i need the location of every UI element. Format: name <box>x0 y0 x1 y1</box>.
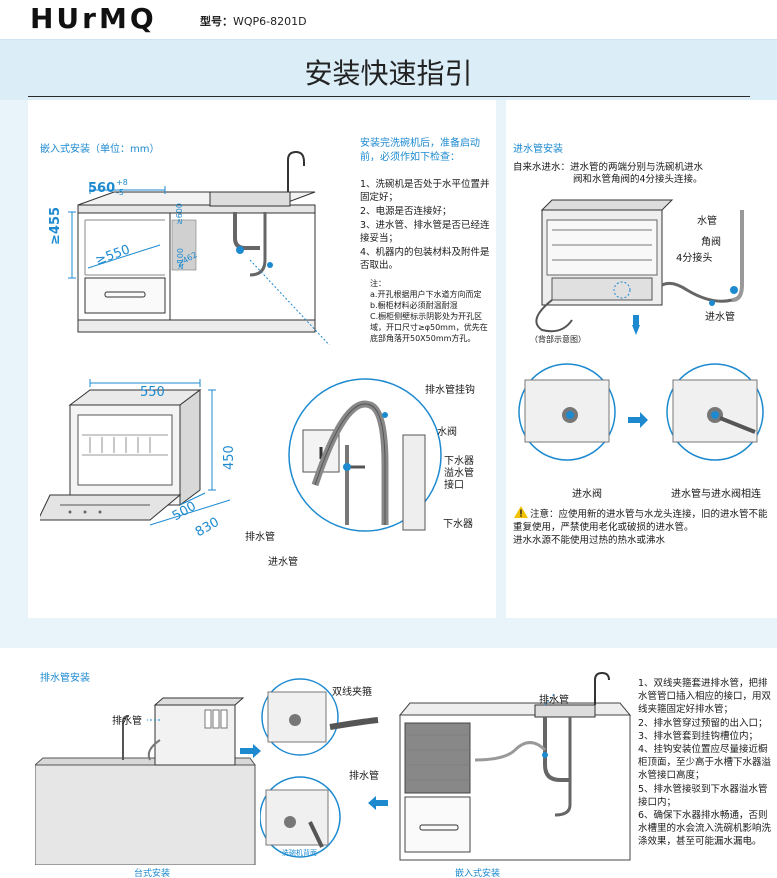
checklist-item: 4、机器内的包装材料及附件是否取出。 <box>360 247 490 271</box>
label-connector: 4分接头 <box>676 253 713 264</box>
note-title: 注： <box>370 279 386 288</box>
drain-detail-circles <box>260 678 388 858</box>
inlet-heading: 进水管安装 <box>513 144 563 155</box>
label-overflow: 下水器 溢水管 接口 <box>444 456 474 491</box>
middle-band <box>0 618 777 648</box>
label-dishwasher-back: 洗碗机背面 <box>282 849 317 857</box>
inlet-panel <box>506 100 777 618</box>
checklist-heading: 安装完洗碗机后，准备启动前，必须作如下检查： <box>360 138 480 163</box>
caption-inlet-valve: 进水阀 <box>572 489 602 500</box>
counter-install-diagram <box>35 697 261 865</box>
dim-width: 560 <box>88 181 116 196</box>
embedded-drain-diagram <box>398 671 632 861</box>
label-lower-drain: 下水器 <box>443 519 473 530</box>
dim-width-tol-minus: -5 <box>116 188 124 197</box>
caption-counter: 台式安装 <box>134 869 171 878</box>
embedded-heading: 嵌入式安装（单位：mm） <box>40 144 160 155</box>
label-valve: 水阀 <box>437 427 457 438</box>
dim-550: 550 <box>140 385 165 400</box>
checklist-item: 2、电源是否连接好； <box>360 206 452 217</box>
warning-text: 注意：应使用新的进水管与水龙头连接，旧的进水管不能重复使用，严禁使用老化或破损的… <box>513 509 768 546</box>
brand-logo: HUrMQ <box>30 2 190 41</box>
brand-logo-mark: HUrMQ <box>30 2 157 35</box>
center-gutter <box>496 100 506 620</box>
inlet-detail-circles <box>518 363 764 461</box>
hole-600: ≥600 <box>175 203 184 225</box>
svg-text:HUrMQ: HUrMQ <box>30 4 157 34</box>
pipe-detail-diagram <box>288 378 442 532</box>
drain-step: 3、排水管套到挂钩槽位内； <box>638 731 759 742</box>
label-drain-pipe: 排水管 <box>245 532 275 543</box>
title-divider <box>28 96 750 97</box>
checklist-item: 1、洗碗机是否处于水平位置并固定好； <box>360 179 490 203</box>
drain-heading: 排水管安装 <box>40 673 90 684</box>
dim-width-tol-plus: +8 <box>116 178 128 187</box>
label-drain-mid: 排水管 <box>349 771 379 782</box>
left-margin <box>0 100 28 620</box>
label-drain-right: 排水管 <box>539 695 569 706</box>
label-drain-left: 排水管 <box>112 716 142 727</box>
drain-step: 6、确保下水器排水畅通，否则水槽里的水会流入洗碗机影响洗涤效果，甚至可能漏水漏电… <box>638 810 772 847</box>
drain-step: 4、挂钩安装位置应尽量接近橱柜顶面，至少高于水槽下水器溢水管接口高度； <box>638 744 772 781</box>
drain-step: 1、双线夹箍套进排水管，把排水管管口插入相应的接口，用双线夹箍固定好排水管； <box>638 678 772 715</box>
note-text: a.开孔根据用户下水道方向而定 b.橱柜材料必须耐温耐湿 C.橱柜侧壁标示阴影处… <box>370 290 488 343</box>
dim-height: ≥455 <box>48 206 63 245</box>
inlet-rear-diagram <box>535 199 744 335</box>
label-inlet-hose: 进水管 <box>705 312 735 323</box>
inlet-desc-line2: 阀和水管角阀的4分接头连接。 <box>573 174 703 185</box>
label-clamp: 双线夹箍 <box>332 687 372 698</box>
dim-450: 450 <box>222 445 237 470</box>
drain-step: 2、排水管穿过预留的出入口； <box>638 718 768 729</box>
cabinet-diagram <box>68 150 331 345</box>
model-number: 型号：WQP6-8201D <box>200 15 307 28</box>
label-inlet-pipe: 进水管 <box>268 557 298 568</box>
warning-icon <box>514 506 528 518</box>
page-title: 安装快速指引 <box>304 57 473 90</box>
label-angle-valve: 角阀 <box>701 237 721 248</box>
label-water-pipe: 水管 <box>697 216 717 227</box>
inlet-desc-line1: 自来水进水：进水管的两端分别与洗碗机进水 <box>513 162 704 173</box>
drain-step: 5、排水管接驳到下水器溢水管接口内； <box>638 784 768 808</box>
hole-100: ≥100 <box>176 248 185 270</box>
label-drain-hook: 排水管挂钩 <box>425 385 475 396</box>
header: HUrMQ 型号：WQP6-8201D <box>0 0 777 40</box>
embedded-panel <box>28 100 496 618</box>
caption-connected: 进水管与进水阀相连 <box>671 489 761 500</box>
checklist-item: 3、进水管、排水管是否已经连接妥当； <box>360 220 490 244</box>
dishwasher-open-diagram <box>40 379 231 526</box>
rear-view-caption: （背部示意图） <box>530 335 586 344</box>
title-bar <box>0 40 777 100</box>
caption-embedded: 嵌入式安装 <box>455 869 501 878</box>
